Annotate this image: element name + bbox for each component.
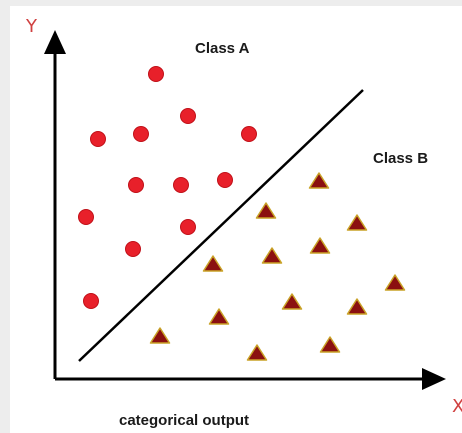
class-a-point-4 [90,131,106,147]
class-b-point-3 [346,214,368,231]
class-a-point-6 [128,177,144,193]
x-axis-letter: X [452,396,462,417]
class-b-point-8 [281,293,303,310]
class-a-point-8 [217,172,233,188]
class-a-point-10 [180,219,196,235]
class-b-point-7 [384,274,406,291]
class-b-point-11 [149,327,171,344]
class-a-point-2 [180,108,196,124]
y-axis-arrowhead [44,30,66,54]
class-b-point-9 [346,298,368,315]
class-a-point-5 [241,126,257,142]
class-a-point-12 [83,293,99,309]
class-b-point-4 [309,237,331,254]
class-b-point-5 [261,247,283,264]
class-b-points [149,172,406,361]
x-caption: categorical output [119,412,249,429]
class-a-point-1 [148,66,164,82]
class-a-points [78,66,257,309]
class-b-point-13 [246,344,268,361]
class-a-point-11 [125,241,141,257]
class-b-point-10 [208,308,230,325]
class-a-point-3 [133,126,149,142]
y-axis-letter: Y [25,16,38,37]
class-b-point-6 [202,255,224,272]
class-a-point-7 [173,177,189,193]
x-axis-arrowhead [422,368,446,390]
class-a-point-9 [78,209,94,225]
class-b-point-2 [255,202,277,219]
class-b-point-1 [308,172,330,189]
class-b-point-12 [319,336,341,353]
class-b-label: Class B [373,150,428,167]
decision-boundary [78,89,364,362]
class-a-label: Class A [195,40,250,57]
